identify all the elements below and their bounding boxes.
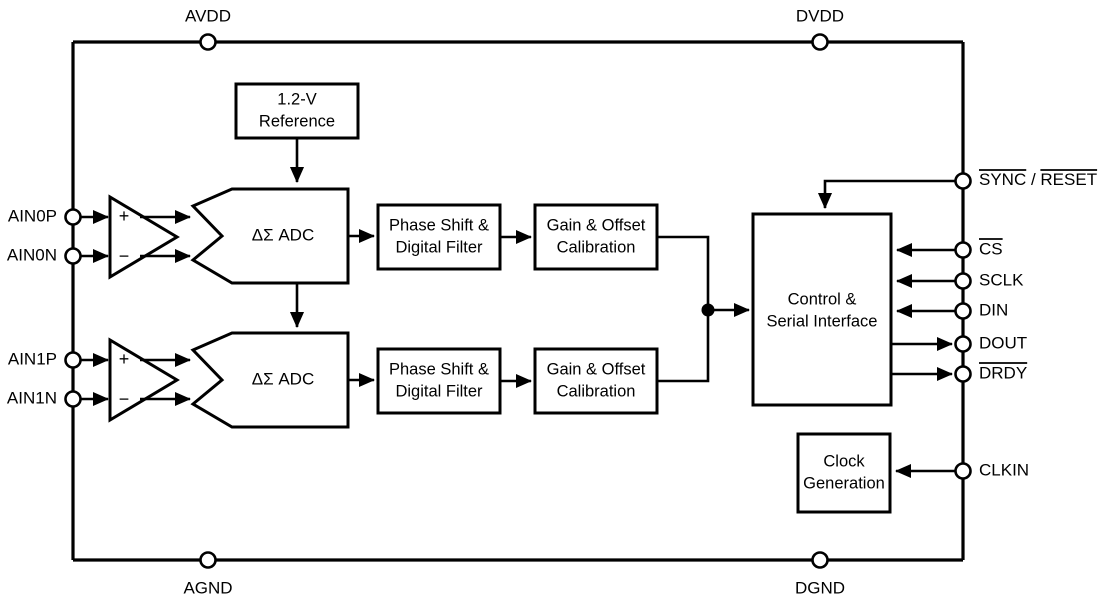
drdy-label: DRDY [979,363,1027,382]
sync-reset-pin[interactable]: SYNC / RESET [954,169,1098,190]
clkin-pin[interactable]: CLKIN [954,460,1030,480]
sclk-pin-circle[interactable] [954,272,972,290]
clock-block: Clock Generation [796,432,892,514]
din-pin-circle[interactable] [954,302,972,320]
sclk-label: SCLK [979,270,1024,289]
din-pin[interactable]: DIN [954,300,1009,320]
reference-label-line2: Reference [259,112,335,130]
control-label-line1: Control & [788,290,857,308]
cal0-label-line2: Calibration [557,238,636,256]
sync-text: SYNC [979,170,1026,189]
filter1-label-line2: Digital Filter [395,382,483,400]
ain1p-label: AIN1P [8,349,57,368]
cal0-block: Gain & Offset Calibration [533,203,659,271]
cal1-label-line1: Gain & Offset [547,360,646,378]
ain0p-pin-circle[interactable] [64,208,82,226]
cs-pin[interactable]: CS [954,238,1003,259]
adc1-block: ΔΣ ADC [190,331,350,429]
amp0-plus-sign: + [119,206,130,226]
drdy-pin-circle[interactable] [954,365,972,383]
ain1n-pin[interactable]: AIN1N [7,388,82,408]
slash-text: / [1026,170,1040,189]
avdd-pin-circle[interactable] [199,33,217,51]
cal0-label-line1: Gain & Offset [547,216,646,234]
filter1-label-line1: Phase Shift & [389,360,489,378]
ain1p-pin[interactable]: AIN1P [8,349,82,369]
sclk-pin[interactable]: SCLK [954,270,1025,290]
cal0-merge-wire [657,235,710,310]
ain0n-pin-circle[interactable] [64,247,82,265]
avdd-pin[interactable]: AVDD [185,6,231,51]
dout-label: DOUT [979,333,1027,352]
clkin-pin-circle[interactable] [954,462,972,480]
reset-text: RESET [1040,170,1097,189]
dout-pin-circle[interactable] [954,335,972,353]
filter0-label-line1: Phase Shift & [389,216,489,234]
adc1-shape [190,331,350,429]
control-label-line2: Serial Interface [767,312,878,330]
amp1-minus-sign: − [119,389,130,409]
cal1-box [533,347,659,415]
cal1-merge-wire [657,310,710,383]
dvdd-pin-circle[interactable] [811,33,829,51]
ain0p-pin[interactable]: AIN0P [8,206,82,226]
ain1n-label: AIN1N [7,388,57,407]
dvdd-pin[interactable]: DVDD [796,6,844,51]
dgnd-pin[interactable]: DGND [795,551,845,598]
adc0-label: ΔΣ ADC [252,225,314,244]
sync-reset-wire [817,179,955,209]
amplifier-0: + − [108,194,180,280]
drdy-pin[interactable]: DRDY [954,362,1028,383]
sync-reset-label: SYNC / RESET [979,170,1097,189]
ain0n-pin[interactable]: AIN0N [7,245,82,265]
filter0-label-line2: Digital Filter [395,238,483,256]
cal0-box [533,203,659,271]
avdd-label: AVDD [185,6,231,25]
dvdd-label: DVDD [796,6,844,25]
agnd-label: AGND [183,578,232,597]
ain0n-label: AIN0N [7,245,57,264]
adc0-shape [190,187,350,285]
reference-label-line1: 1.2-V [277,90,316,108]
control-box [751,212,893,407]
cal1-label-line2: Calibration [557,382,636,400]
ain1p-pin-circle[interactable] [64,351,82,369]
filter1-block: Phase Shift & Digital Filter [376,347,502,415]
dout-pin[interactable]: DOUT [954,333,1028,353]
control-block: Control & Serial Interface [751,212,893,407]
cs-label: CS [979,239,1003,258]
ain1n-pin-circle[interactable] [64,390,82,408]
reference-block: 1.2-V Reference [234,82,360,140]
ain0p-label: AIN0P [8,206,57,225]
amplifier-1: + − [108,337,180,423]
clock-label-line1: Clock [823,452,865,470]
dgnd-pin-circle[interactable] [811,551,829,569]
filter1-box [376,347,502,415]
reference-box [234,82,360,140]
din-label: DIN [979,300,1008,319]
amp0-minus-sign: − [119,246,130,266]
adc1-label: ΔΣ ADC [252,369,314,388]
clkin-label: CLKIN [979,460,1029,479]
filter0-box [376,203,502,271]
amp1-plus-sign: + [119,349,130,369]
sync-reset-pin-circle[interactable] [954,172,972,190]
adc0-block: ΔΣ ADC [190,187,350,285]
filter0-block: Phase Shift & Digital Filter [376,203,502,271]
dgnd-label: DGND [795,578,845,597]
clock-box [796,432,892,514]
cs-pin-circle[interactable] [954,241,972,259]
clock-label-line2: Generation [803,474,885,492]
agnd-pin[interactable]: AGND [183,551,233,598]
agnd-pin-circle[interactable] [199,551,217,569]
cal1-block: Gain & Offset Calibration [533,347,659,415]
